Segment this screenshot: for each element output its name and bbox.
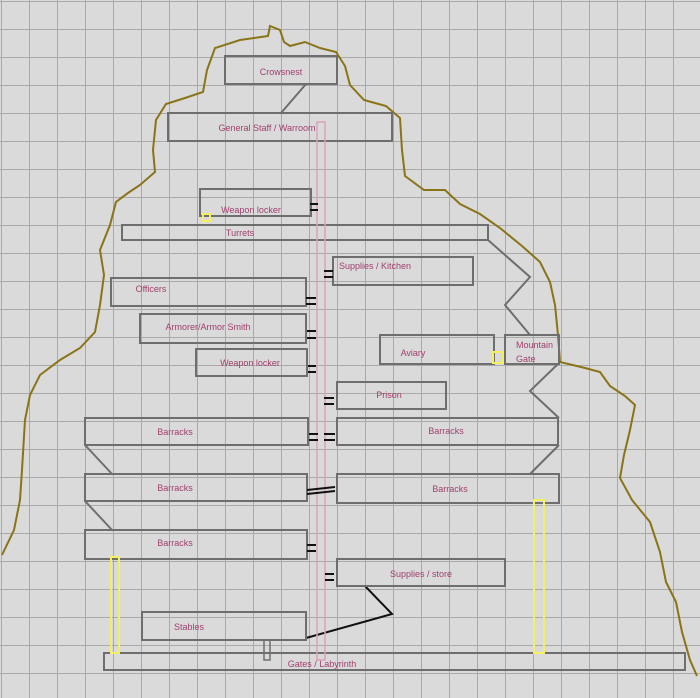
room-stables bbox=[141, 611, 307, 641]
room-barracks bbox=[84, 473, 308, 502]
room-label: Barracks bbox=[432, 484, 468, 494]
room-officers bbox=[110, 277, 307, 307]
room-general-staff-warroom bbox=[167, 112, 393, 142]
room-label: Gates / Labyrinth bbox=[288, 659, 357, 669]
passage-line bbox=[280, 83, 307, 114]
room-label: Supplies / Kitchen bbox=[339, 261, 411, 271]
room-barracks bbox=[336, 473, 560, 504]
room-label: Prison bbox=[376, 390, 402, 400]
yellow-passage bbox=[110, 556, 120, 654]
room-mountain-gate bbox=[504, 334, 560, 365]
room-label: Armorer/Armor Smith bbox=[165, 322, 250, 332]
room-label: Barracks bbox=[428, 426, 464, 436]
room-gates-labyrinth bbox=[103, 652, 686, 671]
room-aviary bbox=[379, 334, 495, 365]
room-supplies-store bbox=[336, 558, 506, 587]
room-weapon-locker bbox=[195, 348, 308, 377]
room-barracks bbox=[336, 417, 559, 446]
connector-mark bbox=[306, 490, 336, 495]
mountain-outline bbox=[1, 24, 698, 677]
central-shaft bbox=[316, 121, 326, 661]
room-crowsnest bbox=[224, 55, 338, 85]
room-label: Weapon locker bbox=[220, 358, 280, 368]
passage-line-dark bbox=[305, 585, 394, 639]
yellow-passage bbox=[202, 213, 211, 222]
yellow-passage bbox=[533, 499, 545, 654]
yellow-passage bbox=[492, 351, 504, 364]
room-prison bbox=[336, 381, 447, 410]
room-weapon-locker bbox=[199, 188, 312, 217]
passage-line bbox=[84, 500, 113, 531]
room-armorer-armor-smith bbox=[139, 313, 307, 344]
passage-line bbox=[84, 444, 113, 475]
room-label: Officers bbox=[136, 284, 167, 294]
room-label: Barracks bbox=[157, 427, 193, 437]
passage-line bbox=[528, 362, 560, 419]
room-label: Barracks bbox=[157, 538, 193, 548]
room-barracks bbox=[84, 417, 309, 446]
room-label: Stables bbox=[174, 622, 205, 632]
room-label: Aviary bbox=[401, 348, 426, 358]
passage-line bbox=[529, 444, 560, 475]
room-label: Crowsnest bbox=[260, 67, 303, 77]
room-barracks bbox=[84, 529, 308, 560]
room-label: Weapon locker bbox=[221, 205, 281, 215]
room-label: Turrets bbox=[226, 228, 255, 238]
room-label-line: Mountain bbox=[516, 340, 553, 350]
room-label-line: Gate bbox=[516, 354, 536, 364]
gate-post bbox=[263, 639, 271, 661]
room-label: General Staff / Warroom bbox=[218, 123, 315, 133]
room-label: Barracks bbox=[157, 483, 193, 493]
passage-line bbox=[487, 239, 532, 336]
room-label: Supplies / store bbox=[390, 569, 452, 579]
room-turrets bbox=[121, 224, 489, 241]
connector-mark bbox=[306, 486, 336, 491]
